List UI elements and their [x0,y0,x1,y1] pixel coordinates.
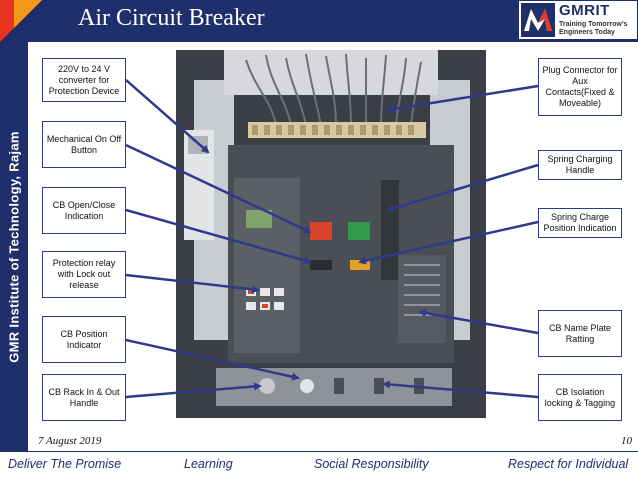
label-spring-charging-handle: Spring Charging Handle [538,150,622,180]
logo-tagline: Training Tomorrow's Engineers Today [559,21,627,37]
institute-name: GMR Institute of Technology, Rajam [6,131,22,363]
label-open-close-indication: CB Open/Close Indication [42,187,126,234]
label-protection-relay: Protection relay with Lock out release [42,251,126,298]
motto-learning: Learning [184,457,233,471]
logo-tagline-line-1: Training Tomorrow's [559,21,628,28]
motto-respect: Respect for Individual [508,457,629,471]
motto-social: Social Responsibility [314,457,429,471]
label-isolation-locking: CB Isolation locking & Tagging [538,374,622,421]
label-name-plate: CB Name Plate Ratting [538,310,622,357]
label-rack-handle: CB Rack In & Out Handle [42,374,126,421]
label-mechanical-button: Mechanical On Off Button [42,121,126,168]
label-position-indicator: CB Position Indicator [42,316,126,363]
footer-divider [0,451,638,452]
label-converter: 220V to 24 V converter for Protection De… [42,58,126,102]
breaker-photo [176,50,486,418]
logo-tagline-line-2: Engineers Today [559,29,615,36]
slide-title: Air Circuit Breaker [78,5,265,31]
motto-deliver: Deliver The Promise [8,457,122,471]
slide-date: 7 August 2019 [38,435,102,447]
label-spring-charge-position: Spring Charge Position Indication [538,208,622,238]
sidebar: GMR Institute of Technology, Rajam [0,42,28,452]
gmrit-logo: GMRIT Training Tomorrow's Engineers Toda… [519,1,637,39]
corner-orange-triangle [14,0,42,28]
label-plug-connector: Plug Connector for Aux Contacts(Fixed & … [538,58,622,116]
logo-name: GMRIT [559,2,610,19]
page-number: 10 [621,435,632,447]
gmrit-logo-icon [521,3,555,37]
breaker-illustration [176,50,486,418]
